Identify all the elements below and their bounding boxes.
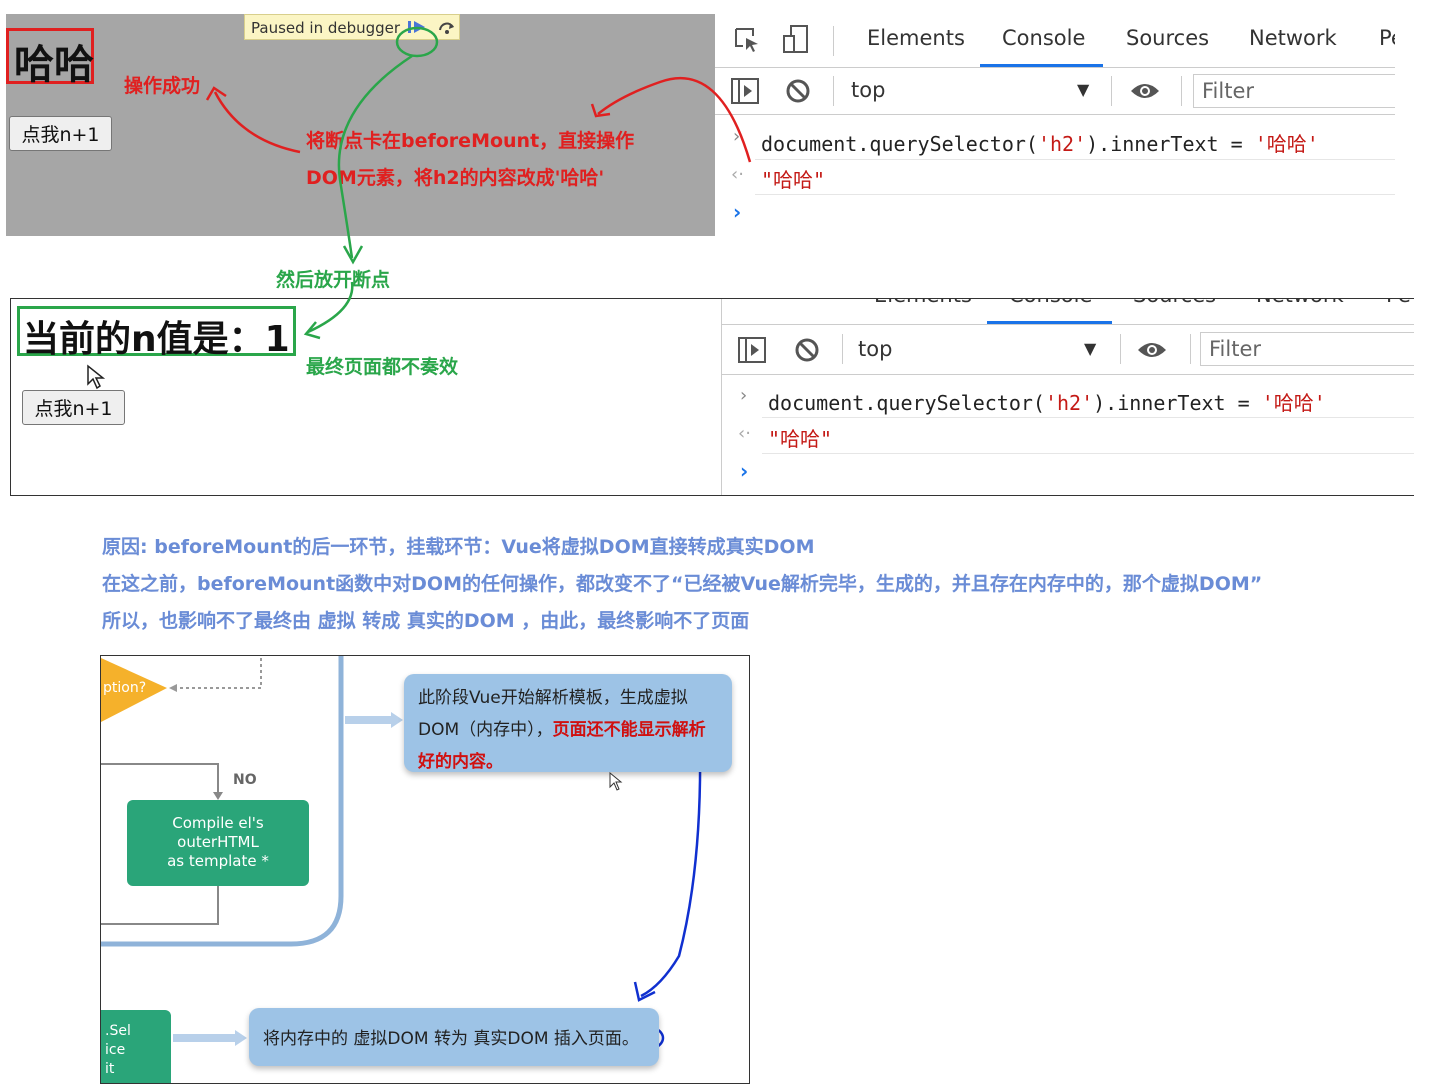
- toolbar-border: [715, 114, 1395, 115]
- annotation-breakpoint-line1: 将断点卡在beforeMount，直接操作: [306, 130, 635, 152]
- active-tab-indicator: [980, 64, 1103, 67]
- compile-line-1: Compile el's: [172, 814, 264, 832]
- toolbar-separator: [833, 26, 834, 56]
- context-dropdown-arrow-icon[interactable]: ▼: [1084, 339, 1097, 358]
- console-input-line: document.querySelector('h2').innerText =…: [768, 387, 1326, 416]
- tab-performance[interactable]: Pe: [1386, 299, 1414, 307]
- partial-green-box: .Sel ice it: [101, 1010, 171, 1083]
- parse-template-warning: 页面还不能显示解析好的内容。: [418, 720, 706, 772]
- mount-dom-text: 将内存中的 虚拟DOM 转为 真实DOM 插入页面。: [263, 1029, 639, 1049]
- console-prompt-icon[interactable]: ›: [740, 459, 749, 483]
- console-filter-input[interactable]: Filter: [1200, 332, 1414, 366]
- partial-line-1: .Sel: [105, 1023, 131, 1039]
- parse-template-text: 此阶段Vue开始解析模板，生成虚拟DOM（内存中），: [418, 688, 688, 740]
- context-selector[interactable]: top: [851, 78, 886, 102]
- result-arrow-icon: ‹·: [738, 423, 751, 444]
- tab-network[interactable]: Network: [1249, 26, 1337, 50]
- live-expression-eye-icon[interactable]: [1136, 339, 1168, 361]
- compile-line-3: as template *: [167, 852, 269, 870]
- console-input-text: document.querySelector('h2').innerText =…: [768, 391, 1326, 415]
- inspect-element-icon[interactable]: [733, 26, 761, 54]
- toolbar-separator: [833, 76, 834, 106]
- page-heading: 哈哈: [14, 42, 94, 88]
- input-prompt-icon: ›: [740, 385, 748, 406]
- explanation-line-1: 原因: beforeMount的后一环节，挂载环节：Vue将虚拟DOM直接转成真…: [102, 536, 815, 558]
- increment-button[interactable]: 点我n+1: [22, 390, 125, 425]
- mouse-cursor-icon: [609, 772, 623, 791]
- active-tab-indicator: [987, 321, 1112, 324]
- heading-highlight-box: [6, 28, 94, 84]
- annotation-success: 操作成功: [124, 75, 201, 97]
- toolbar-separator: [1120, 334, 1121, 364]
- annotation-release-breakpoint: 然后放开断点: [276, 269, 391, 291]
- console-filter-placeholder: Filter: [1209, 337, 1262, 361]
- console-input-line: document.querySelector('h2').innerText =…: [761, 128, 1319, 157]
- devtools-panel-b: Elements Console Sources Network Pe top …: [721, 299, 1414, 495]
- option-decision-label: ption?: [103, 680, 147, 696]
- console-result-line: "哈哈": [768, 427, 833, 451]
- toolbar-separator: [1111, 76, 1112, 106]
- resume-icon[interactable]: [405, 18, 431, 36]
- clear-console-icon[interactable]: [785, 78, 811, 104]
- clear-console-icon[interactable]: [794, 337, 820, 363]
- toolbar-separator: [1190, 334, 1191, 364]
- debugger-paused-text: Paused in debugger: [251, 19, 401, 37]
- tab-performance[interactable]: Pe: [1379, 26, 1395, 50]
- explanation-line-3: 所以，也影响不了最终由 虚拟 转成 真实的DOM ，由此，最终影响不了页面: [102, 610, 750, 632]
- tab-sources[interactable]: Sources: [1126, 26, 1210, 50]
- tab-bar-border: [715, 67, 1395, 68]
- mouse-cursor-icon: [87, 364, 106, 390]
- console-row-divider: [762, 453, 1414, 454]
- mount-dom-box: 将内存中的 虚拟DOM 转为 真实DOM 插入页面。: [249, 1008, 659, 1066]
- paused-page-view: [6, 14, 715, 236]
- console-filter-placeholder: Filter: [1202, 79, 1255, 103]
- tab-bar-border: [722, 324, 1414, 325]
- live-expression-eye-icon[interactable]: [1129, 80, 1161, 102]
- parse-template-box: 此阶段Vue开始解析模板，生成虚拟DOM（内存中），页面还不能显示解析好的内容。: [404, 674, 732, 772]
- tab-console[interactable]: Console: [1009, 299, 1092, 307]
- compile-template-box: Compile el's outerHTML as template *: [127, 800, 309, 886]
- context-selector[interactable]: top: [858, 337, 893, 361]
- sidebar-toggle-icon[interactable]: [738, 337, 766, 363]
- toolbar-separator: [1181, 76, 1182, 106]
- annotation-breakpoint-line2: DOM元素，将h2的内容改成'哈哈': [306, 167, 605, 189]
- vue-lifecycle-diagram: ption? NO Compile el's outerHTML as temp…: [100, 655, 750, 1084]
- tab-network[interactable]: Network: [1256, 299, 1344, 307]
- toolbar-separator: [842, 334, 843, 364]
- sidebar-toggle-icon[interactable]: [731, 78, 759, 104]
- console-row-divider: [755, 159, 1395, 160]
- step-over-icon[interactable]: [437, 18, 457, 36]
- context-dropdown-arrow-icon[interactable]: ▼: [1077, 80, 1090, 99]
- tab-elements[interactable]: Elements: [867, 26, 965, 50]
- compile-line-2: outerHTML: [177, 833, 259, 851]
- increment-button[interactable]: 点我n+1: [9, 116, 112, 151]
- console-row-divider: [755, 194, 1395, 195]
- debugger-paused-banner: Paused in debugger: [244, 14, 460, 40]
- console-filter-input[interactable]: Filter: [1193, 74, 1395, 108]
- tab-sources[interactable]: Sources: [1133, 299, 1216, 307]
- console-result-line: "哈哈": [761, 168, 826, 192]
- no-branch-label: NO: [233, 772, 257, 788]
- console-input-text: document.querySelector('h2').innerText =…: [761, 132, 1319, 156]
- partial-line-2: ice: [105, 1042, 126, 1058]
- console-prompt-icon[interactable]: ›: [733, 200, 742, 224]
- tab-console[interactable]: Console: [1002, 26, 1086, 50]
- partial-line-3: it: [105, 1061, 115, 1077]
- heading-highlight-box: [17, 306, 296, 356]
- tab-elements[interactable]: Elements: [874, 299, 972, 307]
- annotation-no-effect: 最终页面都不奏效: [306, 356, 459, 378]
- input-prompt-icon: ›: [733, 126, 741, 147]
- result-arrow-icon: ‹·: [731, 164, 744, 185]
- devtools-panel: Elements Console Sources Network Pe top …: [715, 14, 1395, 236]
- device-toggle-icon[interactable]: [781, 24, 811, 56]
- page-heading: 当前的n值是：1: [23, 319, 290, 360]
- toolbar-border: [722, 374, 1414, 375]
- console-row-divider: [762, 417, 1414, 418]
- explanation-line-2: 在这之前，beforeMount函数中对DOM的任何操作，都改变不了“已经被Vu…: [102, 573, 1263, 595]
